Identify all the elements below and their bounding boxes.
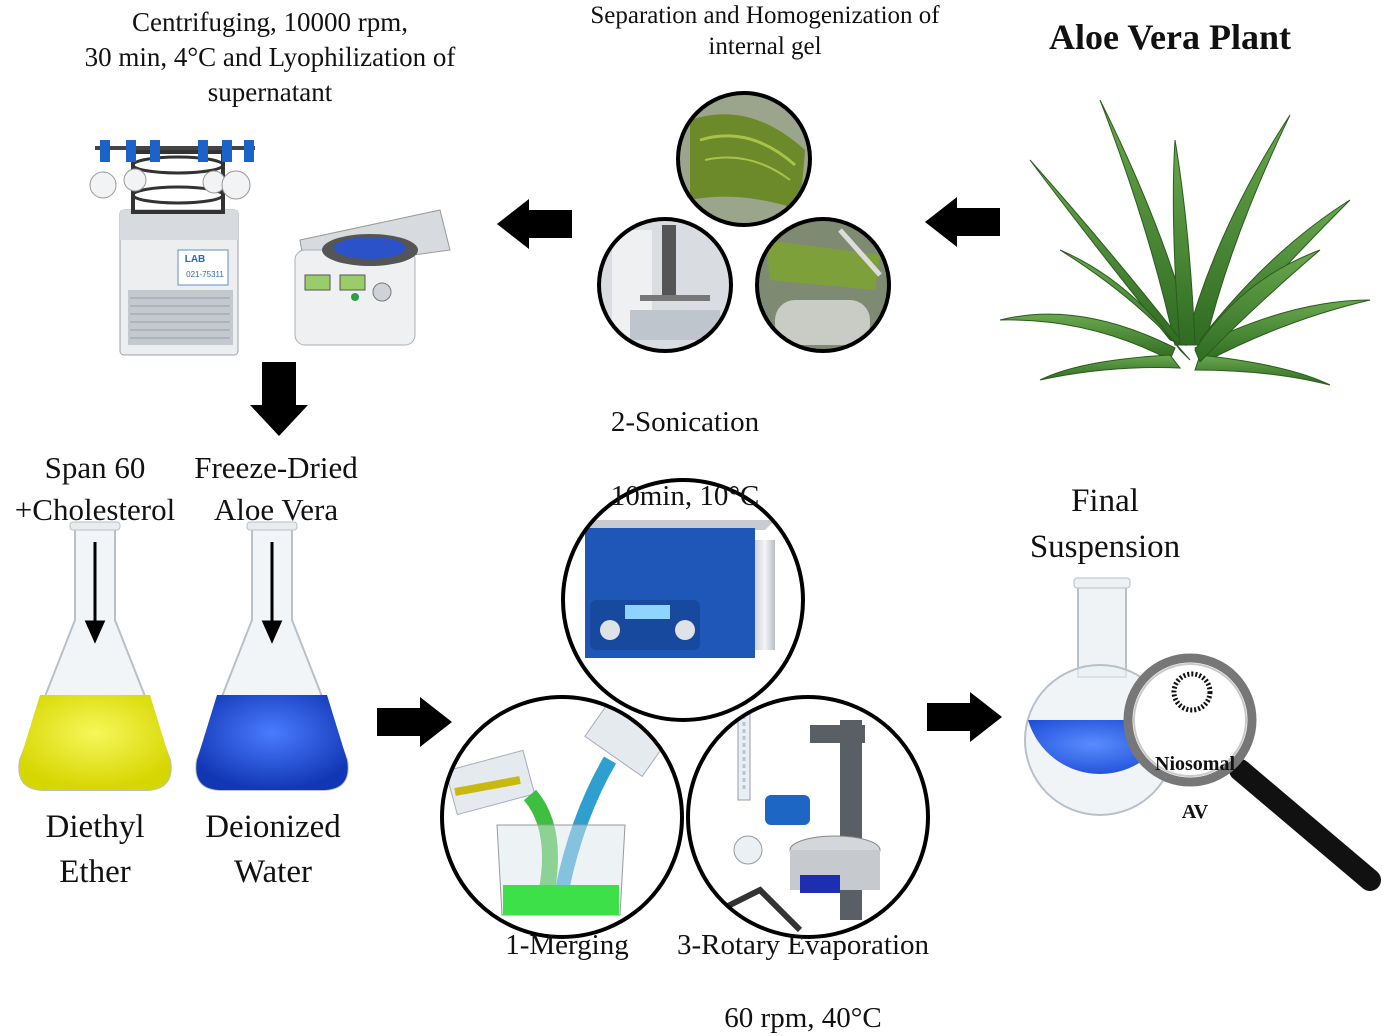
freeze-dryer-image [89,140,255,356]
aloe-vera-plant-title: Aloe Vera Plant [1049,17,1291,57]
diethyl-ether-label: Diethyl Ether [45,809,145,890]
lab-logo: LAB [184,254,206,265]
freeze-dried-aloe-label: Freeze-Dried Aloe Vera [194,450,358,527]
process-diagram-art [18,91,1381,939]
sonicator-photo [561,478,805,722]
rotary-params-text: 60 rpm, 40 [724,1001,851,1034]
input-arrows [84,542,283,644]
deionized-water-label: Deionized Water [205,809,341,890]
span-cholesterol-label: Span 60 +Cholesterol [14,450,176,527]
sonication-params: 10min, 10°C [560,444,810,514]
merging-label: 1-Merging [505,929,629,961]
magnifier-line-1: Niosomal [1155,753,1235,775]
separation-step-label: Separation and Homogenization of interna… [590,2,940,61]
magnifier-image [1123,653,1381,891]
gel-processing-photos [597,91,891,353]
rotary-evaporator-photo [686,695,930,939]
rotary-evaporation-title: 3-Rotary Evaporation [676,929,930,961]
diethyl-ether-flask-image [18,521,172,791]
flow-arrows [250,197,1002,747]
sonication-title: 2-Sonication [610,406,760,438]
final-suspension-label: Final Suspension [1029,483,1181,566]
degree-celsius: °C [728,479,760,512]
magnifier-label: Niosomal AV [1140,728,1250,848]
magnifier-line-2: AV [1181,801,1209,823]
rotary-evaporation-params: 60 rpm, 40°C [648,966,958,1036]
centrifuge-step-label: Centrifuging, 10000 rpm, 30 min, 4°C and… [84,7,456,108]
freeze-dryer-display: 021-75311 [186,270,224,279]
centrifuge-image [294,209,451,346]
merging-photo [440,695,684,939]
sonication-params-text: 10min, 10 [610,479,729,512]
degree-celsius: °C [850,1001,882,1034]
aloe-vera-plant-image [999,99,1371,386]
deionized-water-flask-image [195,521,349,791]
